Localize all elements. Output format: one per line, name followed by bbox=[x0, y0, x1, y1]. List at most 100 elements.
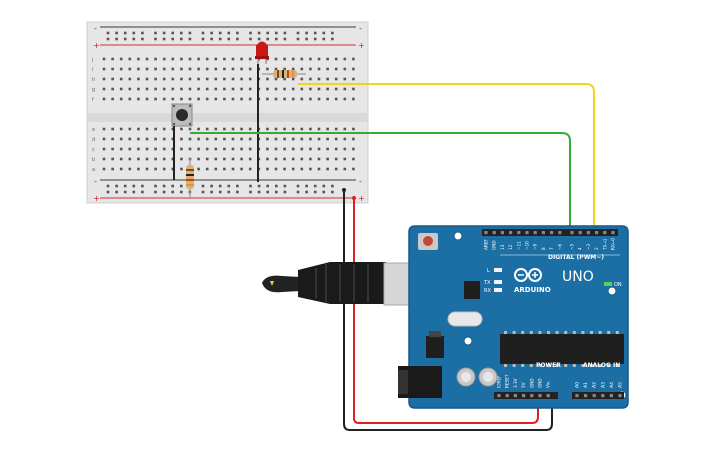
row-letter-j: j bbox=[91, 57, 93, 63]
rail-hole bbox=[123, 37, 127, 41]
digital-pin-hole[interactable] bbox=[500, 231, 504, 235]
digital-pin-hole[interactable] bbox=[595, 231, 599, 235]
chip-pin bbox=[615, 331, 619, 334]
digital-pin-hole[interactable] bbox=[525, 231, 529, 235]
analog-pin-hole[interactable] bbox=[592, 394, 596, 398]
breadboard-hole bbox=[326, 127, 329, 131]
breadboard-hole bbox=[180, 157, 183, 161]
analog-pin-hole[interactable] bbox=[575, 394, 579, 398]
resistor-bottom-band-3 bbox=[186, 179, 194, 181]
wire-green[interactable] bbox=[190, 132, 571, 232]
usb-cable-icon[interactable] bbox=[262, 262, 435, 306]
breadboard-hole bbox=[266, 127, 269, 131]
breadboard-hole bbox=[180, 137, 183, 141]
power-pin-hole[interactable] bbox=[538, 394, 542, 398]
breadboard-hole bbox=[214, 147, 218, 151]
power-pin-hole[interactable] bbox=[522, 394, 526, 398]
rail-hole bbox=[154, 37, 157, 41]
breadboard-hole bbox=[223, 57, 226, 61]
led-label-l: L bbox=[487, 268, 490, 274]
digital-pin-hole[interactable] bbox=[484, 231, 488, 235]
breadboard-hole bbox=[214, 87, 218, 91]
rail-hole bbox=[141, 37, 144, 41]
rail-hole bbox=[171, 184, 174, 188]
breadboard-hole bbox=[231, 67, 235, 71]
power-pin-hole[interactable] bbox=[546, 394, 550, 398]
analog-pin-hole[interactable] bbox=[618, 394, 622, 398]
breadboard-hole bbox=[291, 157, 295, 161]
rail-hole bbox=[115, 37, 118, 41]
digital-pin-hole[interactable] bbox=[509, 231, 513, 235]
breadboard-hole bbox=[223, 67, 226, 71]
rail-hole bbox=[266, 31, 269, 35]
power-pin-hole[interactable] bbox=[505, 394, 509, 398]
rail-hole bbox=[313, 31, 317, 35]
breadboard-hole bbox=[197, 157, 200, 161]
power-pin-hole[interactable] bbox=[497, 394, 501, 398]
digital-pin-hole[interactable] bbox=[550, 231, 554, 235]
breadboard-hole bbox=[317, 67, 321, 71]
rail-hole bbox=[154, 190, 157, 194]
arduino-brand-text: ARDUINO bbox=[514, 286, 551, 294]
wire-yellow[interactable] bbox=[298, 83, 595, 232]
analog-pin-hole[interactable] bbox=[584, 394, 588, 398]
digital-pin-label: AREF bbox=[484, 239, 489, 250]
power-pin-label: IOREF bbox=[497, 375, 502, 388]
breadboard-hole bbox=[240, 77, 243, 81]
wire-red-5v[interactable] bbox=[353, 198, 539, 424]
wire-black-gnd[interactable] bbox=[343, 190, 553, 431]
breadboard-hole bbox=[162, 67, 166, 71]
resistor-bottom-icon[interactable] bbox=[186, 158, 194, 198]
digital-pin-hole[interactable] bbox=[586, 231, 590, 235]
breadboard-hole bbox=[343, 157, 347, 161]
power-pin-hole[interactable] bbox=[530, 394, 534, 398]
digital-pin-hole[interactable] bbox=[533, 231, 537, 235]
rail-hole bbox=[218, 184, 222, 188]
digital-pin-hole[interactable] bbox=[611, 231, 615, 235]
rail-hole bbox=[249, 190, 252, 194]
breadboard-hole bbox=[317, 167, 321, 171]
analog-pin-hole[interactable] bbox=[609, 394, 613, 398]
breadboard-hole bbox=[231, 127, 235, 131]
breadboard-hole bbox=[162, 57, 166, 61]
breadboard-hole bbox=[111, 57, 114, 61]
breadboard-hole bbox=[119, 137, 123, 141]
pushbutton-cap bbox=[176, 109, 188, 121]
digital-pin-hole[interactable] bbox=[517, 231, 521, 235]
led-icon[interactable] bbox=[255, 41, 269, 65]
breadboard-hole bbox=[119, 87, 123, 91]
breadboard-hole bbox=[188, 57, 192, 61]
chip-pin bbox=[555, 331, 559, 334]
analog-pin-hole[interactable] bbox=[601, 394, 605, 398]
rail-hole bbox=[257, 190, 261, 194]
breadboard-hole bbox=[188, 147, 192, 151]
breadboard-hole bbox=[231, 77, 235, 81]
breadboard-hole bbox=[309, 157, 312, 161]
digital-pin-hole[interactable] bbox=[570, 231, 574, 235]
pushbutton-icon[interactable] bbox=[171, 103, 193, 127]
digital-pin-hole[interactable] bbox=[492, 231, 496, 235]
digital-pin-hole[interactable] bbox=[558, 231, 562, 235]
rail-hole bbox=[227, 184, 231, 188]
chip-pin bbox=[504, 364, 507, 367]
power-pin-hole[interactable] bbox=[513, 394, 517, 398]
digital-pin-hole[interactable] bbox=[603, 231, 607, 235]
digital-pin-hole[interactable] bbox=[578, 231, 582, 235]
breadboard-hole bbox=[343, 67, 347, 71]
rail-hole bbox=[266, 37, 269, 41]
top-minus-sign-right: - bbox=[359, 24, 362, 33]
analog-pin-label: A2 bbox=[592, 382, 598, 388]
reset-button[interactable] bbox=[423, 236, 433, 246]
breadboard-hole bbox=[162, 97, 166, 101]
breadboard-hole bbox=[300, 67, 304, 71]
chip-pin bbox=[547, 331, 550, 334]
breadboard-hole bbox=[205, 77, 209, 81]
breadboard-hole bbox=[102, 167, 106, 171]
digital-pin-hole[interactable] bbox=[541, 231, 545, 235]
resistor-top-icon[interactable] bbox=[262, 70, 306, 78]
rail-hole bbox=[313, 184, 317, 188]
row-letter-e: e bbox=[92, 127, 95, 133]
pushbutton-pin bbox=[188, 122, 192, 126]
breadboard-hole bbox=[111, 127, 114, 131]
